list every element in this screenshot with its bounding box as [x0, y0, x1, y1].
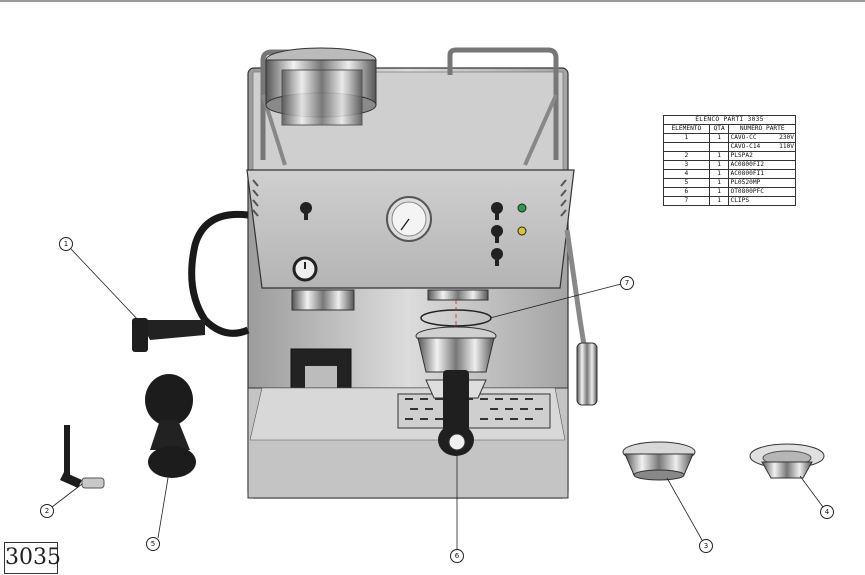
- drawing-number-box: 3035: [4, 542, 61, 574]
- espresso-machine-body: [246, 47, 598, 499]
- item-cell: 5: [663, 178, 710, 188]
- qty-cell: 1: [708, 187, 730, 197]
- callout-2: 2: [40, 504, 54, 518]
- qty-cell: [708, 142, 730, 152]
- table-row: 6 1 OT0800PFC: [663, 187, 796, 197]
- voltage: 230V: [779, 134, 794, 141]
- table-row: 3 1 AC0800FI2: [663, 160, 796, 170]
- callout-leaders: [51, 248, 824, 550]
- part-number: AC0800FI2: [728, 160, 796, 170]
- part-cell: CAVO-C14 110V: [728, 142, 796, 152]
- part-number: CAVO-CC: [730, 134, 757, 141]
- qty-cell: 1: [708, 178, 730, 188]
- callout-5: 5: [146, 537, 160, 551]
- table-row: 7 1 CLIPS: [663, 196, 796, 206]
- callout-4: 4: [820, 505, 834, 519]
- filter-basket-part-3: [622, 441, 696, 481]
- voltage: 110V: [779, 143, 794, 150]
- item-cell: 1: [663, 133, 710, 143]
- item-cell: 3: [663, 160, 710, 170]
- spanner-key-part-2: [60, 425, 105, 489]
- qty-cell: 1: [708, 151, 730, 161]
- table-row: 5 1 PL0520MP: [663, 178, 796, 188]
- part-number: CAVO-C14: [730, 143, 761, 150]
- table-row: 4 1 AC0800FI1: [663, 169, 796, 179]
- table-row: 1 1 CAVO-CC 230V: [663, 133, 796, 143]
- filter-basket-part-4: [749, 443, 825, 479]
- header-part-number: NUMERO PARTE: [728, 124, 796, 134]
- callout-6: 6: [450, 549, 464, 563]
- part-number: AC0800FI1: [728, 169, 796, 179]
- header-item: ELEMENTO: [663, 124, 710, 134]
- table-row: 2 1 PLSPA2: [663, 151, 796, 161]
- item-cell: 4: [663, 169, 710, 179]
- qty-cell: 1: [708, 196, 730, 206]
- parts-list-table: ELENCO PARTI 3035 ELEMENTO QTÀ NUMERO PA…: [663, 115, 796, 206]
- table-row: CAVO-C14 110V: [663, 142, 796, 152]
- parts-list-header: ELEMENTO QTÀ NUMERO PARTE: [663, 124, 796, 134]
- part-cell: CAVO-CC 230V: [728, 133, 796, 143]
- qty-cell: 1: [708, 133, 730, 143]
- item-cell: [663, 142, 710, 152]
- power-cable-part-1: [132, 210, 250, 352]
- top-border-line: [0, 0, 865, 2]
- qty-cell: 1: [708, 169, 730, 179]
- item-cell: 2: [663, 151, 710, 161]
- header-qty: QTÀ: [708, 124, 730, 134]
- part-number: OT0800PFC: [728, 187, 796, 197]
- part-number: PL0520MP: [728, 178, 796, 188]
- tamper-part-5: [145, 374, 196, 478]
- part-number: PLSPA2: [728, 151, 796, 161]
- part-number: CLIPS: [728, 196, 796, 206]
- portafilter-part-6: [415, 326, 497, 456]
- parts-list-title: ELENCO PARTI 3035: [663, 115, 796, 125]
- callout-3: 3: [699, 539, 713, 553]
- callout-7: 7: [620, 276, 634, 290]
- item-cell: 7: [663, 196, 710, 206]
- callout-1: 1: [59, 237, 73, 251]
- qty-cell: 1: [708, 160, 730, 170]
- item-cell: 6: [663, 187, 710, 197]
